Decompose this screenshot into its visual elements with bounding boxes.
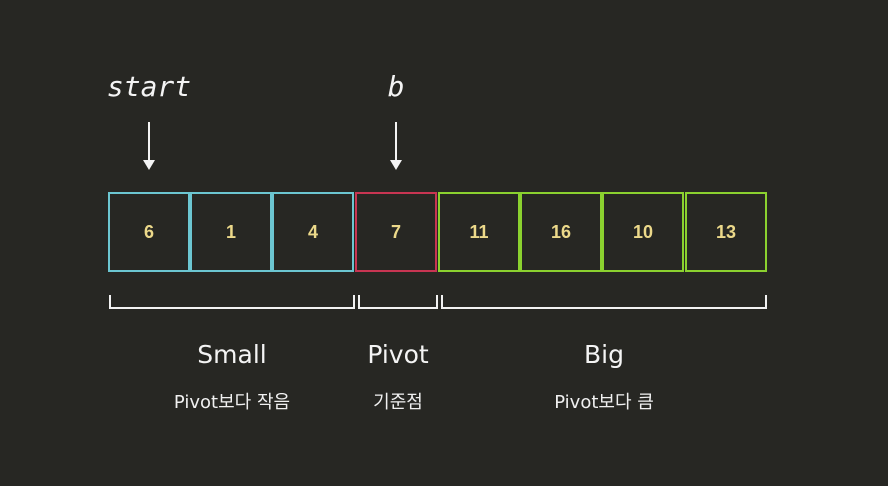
array-cell: 11 bbox=[438, 192, 520, 272]
group-subtitle-big: Pivot보다 큼 bbox=[554, 392, 654, 413]
array-cell: 4 bbox=[272, 192, 354, 272]
pointer-label-b: b bbox=[387, 70, 405, 103]
group-title-small: Small bbox=[197, 340, 267, 369]
pointer-label-start: start bbox=[106, 70, 192, 103]
bracket-small bbox=[109, 295, 355, 309]
array-cell: 13 bbox=[685, 192, 767, 272]
group-title-big: Big bbox=[584, 340, 624, 369]
group-subtitle-small: Pivot보다 작음 bbox=[173, 392, 291, 413]
array-cell: 16 bbox=[520, 192, 602, 272]
group-title-pivot: Pivot bbox=[367, 340, 429, 369]
array-cell: 1 bbox=[190, 192, 272, 272]
array-cell: 6 bbox=[108, 192, 190, 272]
group-subtitle-pivot: 기준점 bbox=[373, 392, 423, 413]
array-cell: 10 bbox=[602, 192, 684, 272]
bracket-big bbox=[441, 295, 767, 309]
down-arrow-icon bbox=[143, 122, 155, 170]
down-arrow-icon bbox=[390, 122, 402, 170]
array-cell-pivot: 7 bbox=[355, 192, 437, 272]
bracket-pivot bbox=[358, 295, 438, 309]
